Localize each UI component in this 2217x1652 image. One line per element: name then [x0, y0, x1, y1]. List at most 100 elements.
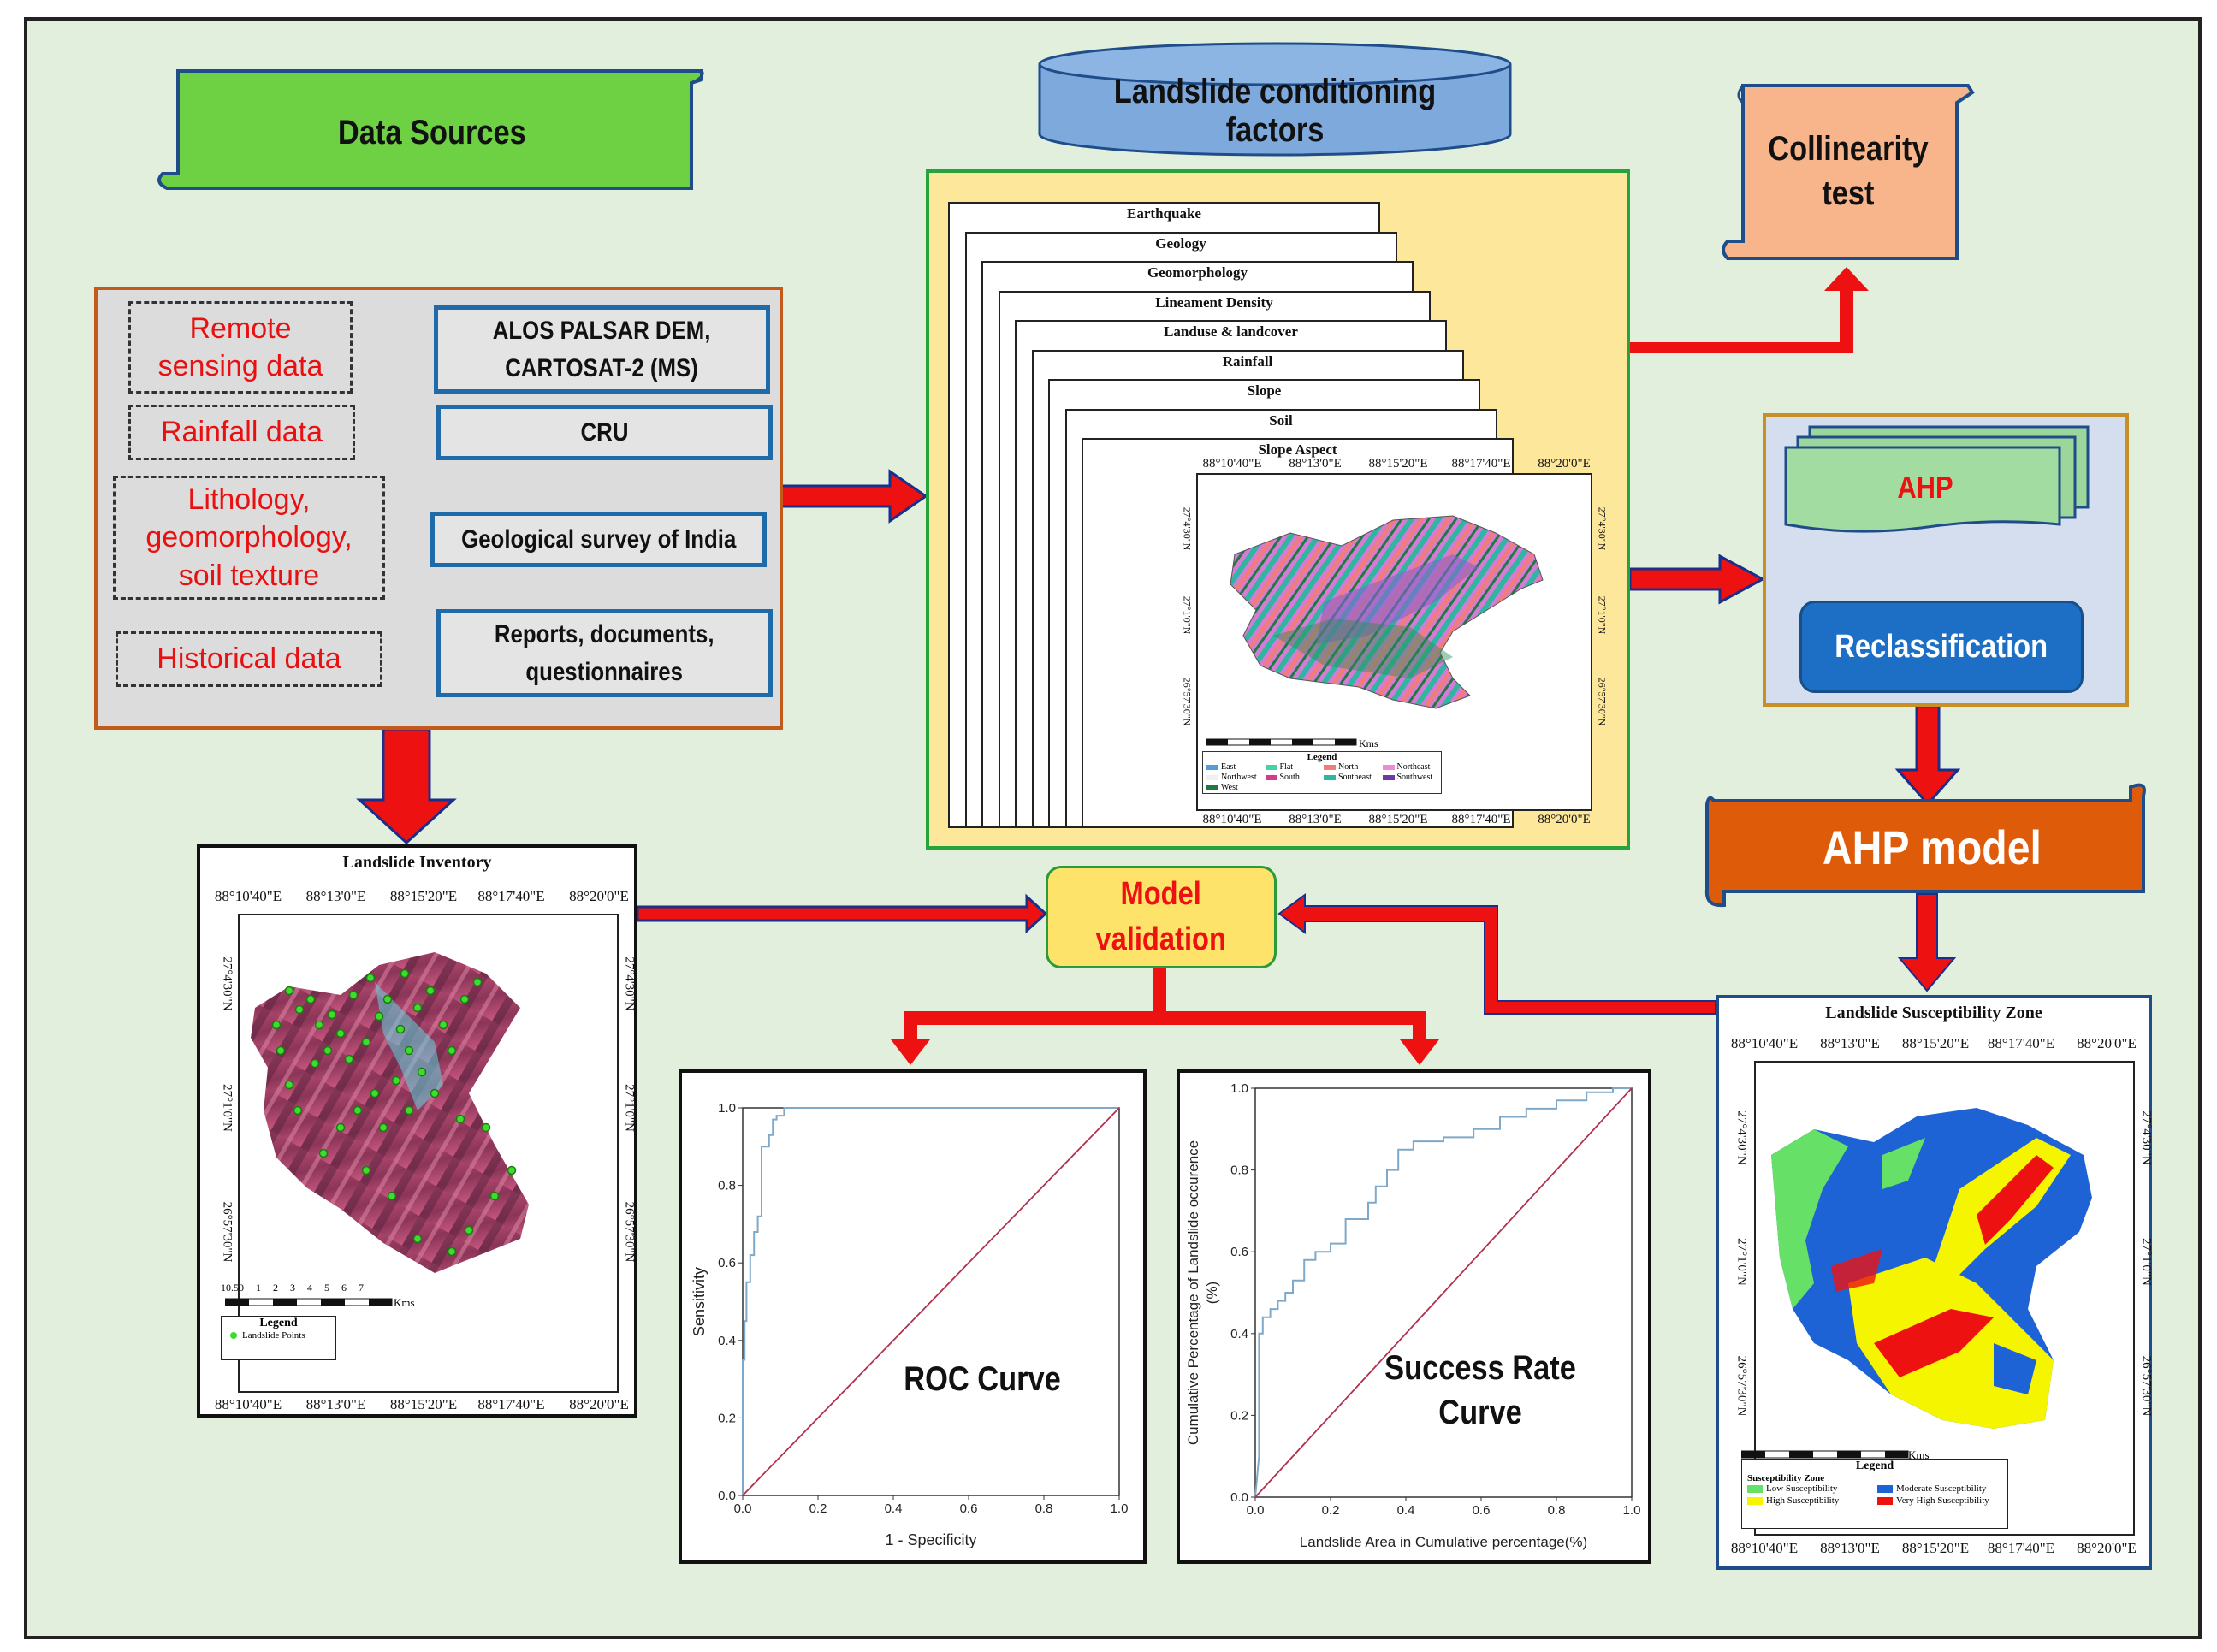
- legend-label: Flat: [1279, 762, 1294, 772]
- lon-label: 88°10'40"E: [1202, 813, 1262, 826]
- landslide-point: [276, 1045, 286, 1056]
- landslide-point: [348, 990, 359, 1000]
- aspect-legend-item: Flat: [1265, 762, 1321, 772]
- landslide-point: [294, 1004, 305, 1015]
- susceptibility-map: [1771, 1108, 2092, 1429]
- lon-label: 88°20'0"E: [569, 888, 629, 904]
- aspect-legend-item: North: [1324, 762, 1379, 772]
- source-output-reports: Reports, documents, questionnaires: [436, 609, 773, 697]
- landslide-point: [374, 1011, 384, 1021]
- landslide-point: [323, 1045, 333, 1056]
- chart-title: ROC Curve: [904, 1359, 1060, 1398]
- landslide-point: [430, 1088, 440, 1098]
- scale-tick: 6: [341, 1282, 347, 1294]
- lon-label: 88°17'40"E: [1987, 1035, 2055, 1051]
- landslide-point: [361, 1165, 371, 1175]
- legend-label: South: [1279, 773, 1300, 782]
- inventory-legend-title: Legend: [259, 1317, 298, 1329]
- y-tick-label: 0.6: [1230, 1245, 1248, 1259]
- landslide-point: [335, 1122, 346, 1133]
- susceptibility-scalebar: [1741, 1450, 1909, 1459]
- susceptibility-legend-item: High Susceptibility: [1747, 1495, 1872, 1506]
- lon-label: 88°15'20"E: [1368, 813, 1428, 826]
- ahp-stacked-docs: [1784, 425, 2090, 533]
- landslide-point: [310, 1058, 320, 1069]
- landslide-point: [412, 1003, 423, 1013]
- legend-swatch: [1324, 774, 1336, 780]
- lat-label: 26°57'30"N: [1181, 677, 1194, 726]
- x-tick-label: 1.0: [1111, 1501, 1129, 1516]
- source-output-alos-cartosat: ALOS PALSAR DEM, CARTOSAT-2 (MS): [434, 305, 770, 394]
- susceptibility-legend-title: Legend: [1855, 1460, 1894, 1472]
- lon-label: 88°15'20"E: [389, 888, 458, 904]
- inventory-map: [251, 952, 529, 1273]
- lat-label: 27°1'0"N: [1596, 595, 1609, 635]
- legend-label: East: [1221, 762, 1236, 772]
- legend-label: Southeast: [1338, 773, 1372, 782]
- factor-page-title: Rainfall: [1222, 352, 1273, 370]
- factor-page-title: Geomorphology: [1147, 264, 1248, 281]
- x-tick-label: 0.2: [1322, 1503, 1340, 1518]
- curve-line: [742, 1107, 1119, 1495]
- arrow-factors-to-collinearity: [1630, 267, 1869, 353]
- success-rate-chart: 0.00.00.20.20.40.40.60.60.80.81.01.0Land…: [1185, 1081, 1640, 1550]
- collinearity-scroll-shape: [1722, 84, 1975, 260]
- lat-label: 26°57'30"N: [220, 1201, 234, 1263]
- landslide-point: [404, 1045, 414, 1056]
- aspect-legend-item: South: [1265, 773, 1321, 782]
- arrow-model-to-zone: [1897, 893, 1957, 992]
- inventory-scalebar: [225, 1298, 393, 1306]
- x-tick-label: 0.0: [734, 1501, 752, 1516]
- legend-label: West: [1221, 783, 1238, 792]
- landslide-point: [455, 1114, 465, 1124]
- lon-label: 88°15'20"E: [1368, 457, 1428, 471]
- landslide-point: [318, 1148, 329, 1158]
- landslide-point: [387, 1191, 397, 1201]
- y-tick-label: 0.8: [1230, 1164, 1248, 1178]
- scale-tick: 2: [273, 1282, 278, 1294]
- reclassification-box: Reclassification: [1799, 601, 2084, 693]
- arrow-sources-to-inventory: [356, 727, 457, 845]
- legend-label: Moderate Susceptibility: [1896, 1483, 1987, 1494]
- susceptibility-title: Landslide Susceptibility Zone: [1825, 1004, 2042, 1022]
- source-input-lithology: Lithology, geomorphology, soil texture: [113, 476, 385, 600]
- landslide-point: [404, 1105, 414, 1116]
- susceptibility-scalebar-unit: Kms: [1908, 1448, 1930, 1461]
- lon-label: 88°17'40"E: [1451, 457, 1511, 471]
- landslide-point: [293, 1105, 303, 1116]
- factor-page-title: Slope: [1247, 382, 1282, 399]
- reference-diagonal-line: [1254, 1087, 1633, 1498]
- landslide-point: [447, 1045, 457, 1056]
- scale-tick: 3: [290, 1282, 295, 1294]
- landslide-point: [425, 986, 436, 996]
- x-tick-label: 0.4: [885, 1501, 903, 1516]
- susceptibility-legend: Legend Susceptibility Zone Low Susceptib…: [1741, 1459, 2008, 1529]
- legend-label: Northwest: [1221, 773, 1257, 782]
- slope-aspect-map: [1230, 515, 1544, 709]
- legend-label: Northeast: [1396, 762, 1431, 772]
- landslide-point: [459, 994, 470, 1004]
- landslide-point: [382, 994, 393, 1004]
- landslide-point: [344, 1054, 354, 1064]
- landslide-point: [507, 1165, 517, 1175]
- legend-label: Southwest: [1396, 773, 1433, 782]
- inventory-scalebar-unit: Kms: [394, 1296, 415, 1309]
- y-tick-label: 1.0: [1230, 1081, 1248, 1096]
- lon-label: 88°13'0"E: [1289, 457, 1342, 471]
- lon-label: 88°13'0"E: [1820, 1540, 1880, 1556]
- susceptibility-legend-item: Moderate Susceptibility: [1877, 1483, 2002, 1494]
- lat-label: 27°4'30"N: [1596, 506, 1609, 551]
- lon-label: 88°10'40"E: [214, 1396, 282, 1412]
- inventory-legend-item: Landslide Points: [222, 1330, 335, 1341]
- legend-swatch: [1265, 764, 1277, 770]
- aspect-legend-item: East: [1206, 762, 1262, 772]
- y-axis-label: Cumulative Percentage of Landslide occur…: [1185, 1140, 1201, 1445]
- landslide-point: [335, 1028, 346, 1039]
- landslide-point: [305, 994, 316, 1004]
- lon-label: 88°15'20"E: [389, 1396, 458, 1412]
- legend-label: North: [1338, 762, 1359, 772]
- x-tick-label: 0.8: [1035, 1501, 1053, 1516]
- arrow-panel-to-model: [1894, 704, 1961, 807]
